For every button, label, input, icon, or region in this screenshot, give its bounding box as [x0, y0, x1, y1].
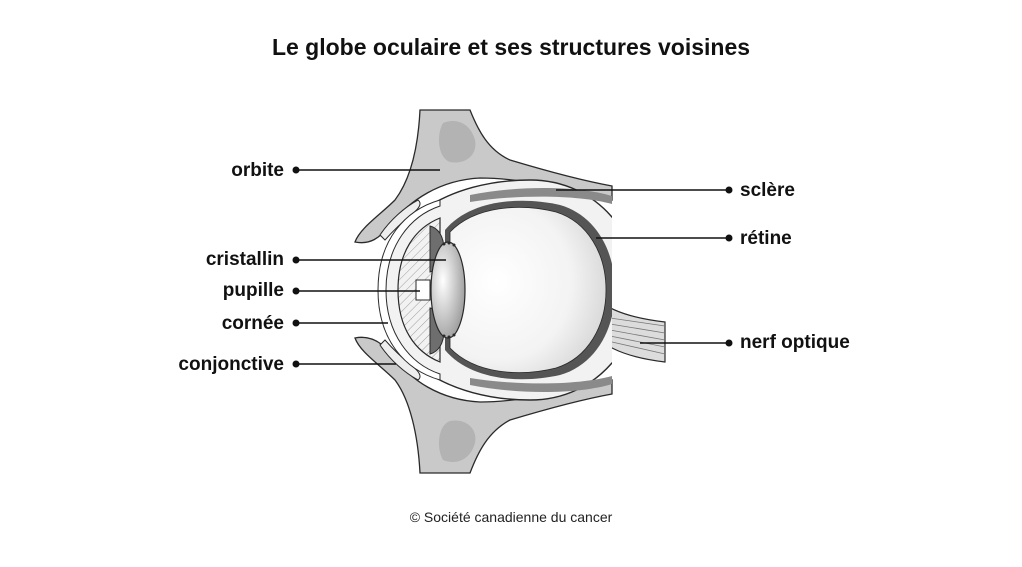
label-nerf-optique: nerf optique — [640, 332, 850, 353]
label-sclere-text: sclère — [740, 180, 795, 201]
label-retine: rétine — [596, 228, 792, 249]
optic-nerve — [597, 298, 666, 363]
label-pupille-text: pupille — [223, 280, 284, 301]
vitreous-body — [449, 207, 607, 373]
label-conjonctive-text: conjonctive — [178, 354, 284, 375]
label-cristallin-text: cristallin — [206, 249, 284, 270]
conjunctiva-layer — [377, 199, 441, 381]
label-nerf-optique-text: nerf optique — [740, 332, 850, 353]
label-cristallin: cristallin — [206, 249, 446, 270]
lens — [430, 241, 466, 339]
label-retine-text: rétine — [740, 228, 792, 249]
orbit-bone — [354, 109, 613, 474]
label-cornee: cornée — [222, 313, 388, 334]
label-orbite-text: orbite — [231, 160, 284, 181]
label-orbite: orbite — [231, 160, 440, 181]
label-sclere: sclère — [556, 180, 795, 201]
label-pupille: pupille — [223, 280, 420, 301]
label-cornee-text: cornée — [222, 313, 284, 334]
copyright-credit: © Société canadienne du cancer — [409, 509, 613, 525]
pupil-opening — [415, 279, 431, 301]
diagram-title: Le globe oculaire et ses structures vois… — [271, 34, 751, 60]
label-conjonctive: conjonctive — [178, 354, 396, 375]
